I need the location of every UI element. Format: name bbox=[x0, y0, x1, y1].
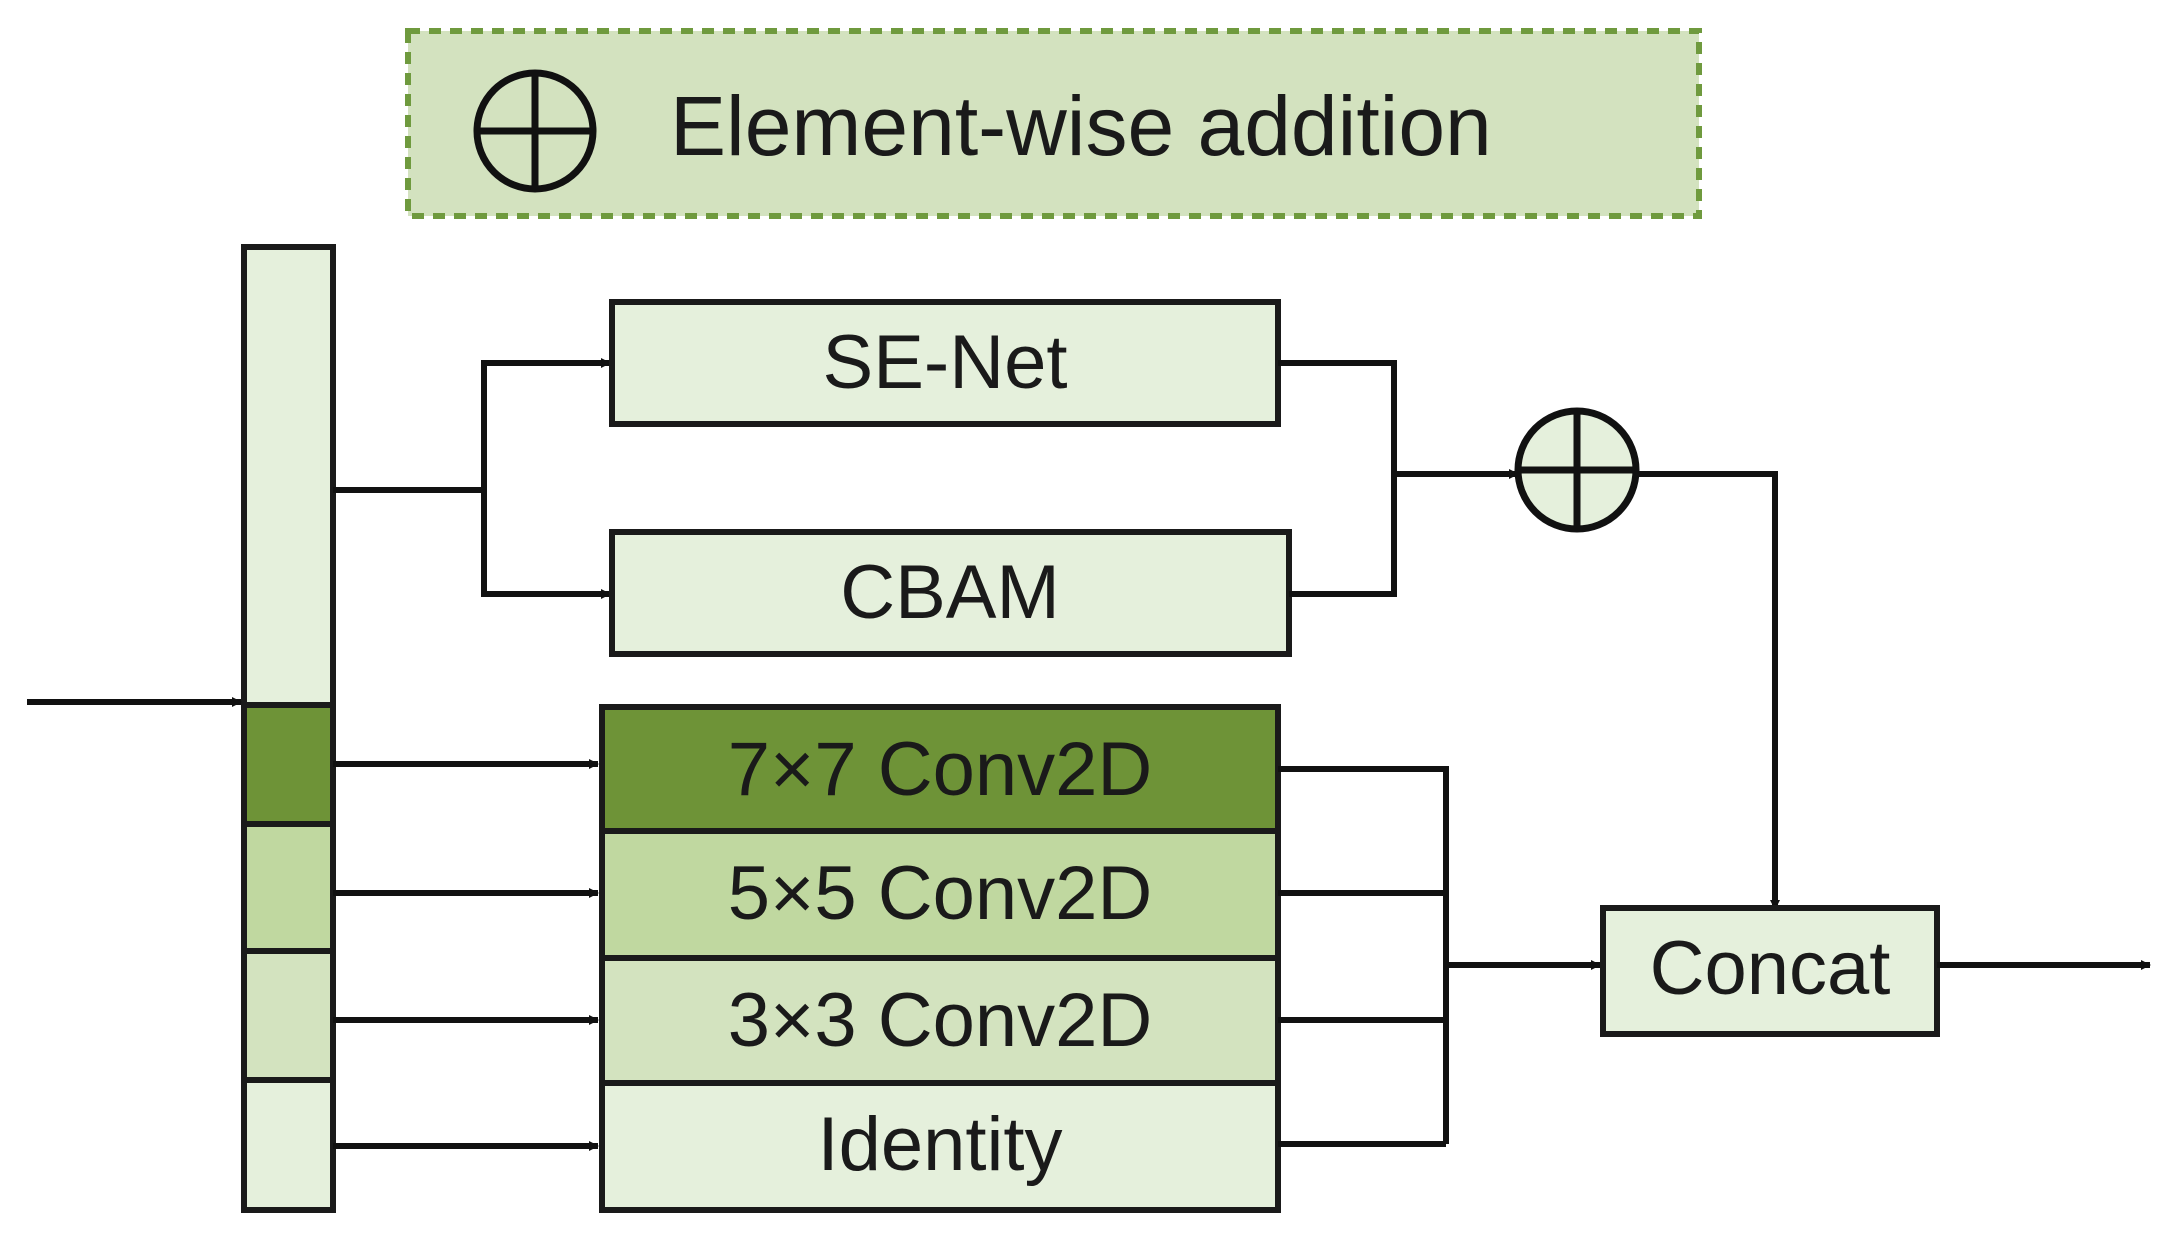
legend: Element-wise addition bbox=[405, 28, 1702, 219]
concat-box bbox=[1600, 905, 1940, 1037]
input-bar-seg-7x7 bbox=[241, 702, 336, 827]
conv-7x7-label: 7×7 Conv2D bbox=[728, 727, 1153, 812]
se-net-label: SE-Net bbox=[823, 320, 1068, 405]
se-net-out-wire bbox=[1278, 360, 1397, 474]
conv-7x7-out-wire bbox=[1278, 766, 1449, 1144]
conv-3x3-box bbox=[599, 955, 1281, 1086]
identity-label: Identity bbox=[817, 1102, 1062, 1187]
conv-5x5-label: 5×5 Conv2D bbox=[728, 851, 1153, 936]
cbam-in-arrow bbox=[481, 490, 611, 599]
cbam-label: CBAM bbox=[840, 550, 1060, 635]
addition-node-icon bbox=[1514, 407, 1640, 533]
se-net-in-arrow bbox=[481, 358, 611, 490]
conv-3x3-label: 3×3 Conv2D bbox=[728, 978, 1153, 1063]
input-feature-bar bbox=[241, 244, 336, 1213]
circled-plus-icon bbox=[473, 69, 597, 193]
input-bar-seg-5x5 bbox=[241, 821, 336, 954]
conv-5x5-box bbox=[599, 828, 1281, 961]
conv-branch-stack: 7×7 Conv2D 5×5 Conv2D 3×3 Conv2D Identit… bbox=[599, 704, 1281, 1213]
identity-box bbox=[599, 1080, 1281, 1213]
conv-7x7-box bbox=[599, 704, 1281, 834]
legend-label: Element-wise addition bbox=[670, 79, 1492, 173]
legend-box bbox=[405, 28, 1702, 219]
addition-to-concat-arrow bbox=[1636, 471, 1780, 910]
input-bar-seg-identity bbox=[241, 1077, 336, 1213]
input-bar-seg-3x3 bbox=[241, 948, 336, 1083]
input-bar-top bbox=[241, 244, 336, 708]
cbam-out-wire bbox=[1289, 474, 1397, 597]
concat-label: Concat bbox=[1650, 926, 1891, 1011]
cbam-box bbox=[609, 529, 1292, 657]
